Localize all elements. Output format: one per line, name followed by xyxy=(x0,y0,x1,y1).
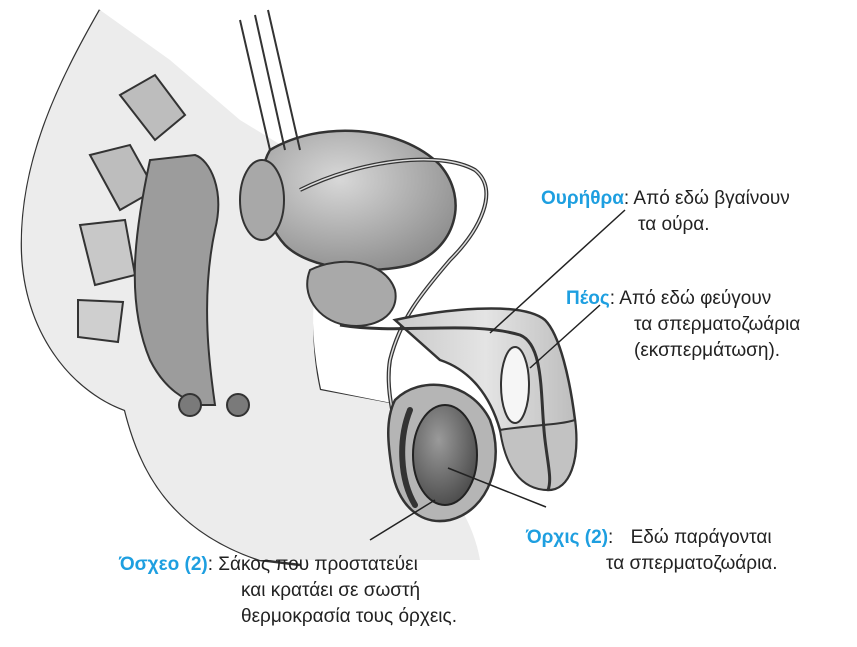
label-penis-line3: (εκσπερμάτωση). xyxy=(566,338,800,364)
label-scrotum-term: Όσχεο (2) xyxy=(119,554,208,575)
label-penis-sep: : xyxy=(610,288,615,309)
label-testis-line1: Εδώ παράγονται xyxy=(619,527,772,548)
label-penis-line1: Από εδώ φεύγουν xyxy=(619,288,771,309)
label-urethra-line1: Από εδώ βγαίνουν xyxy=(633,188,789,209)
label-urethra: Ουρήθρα: Από εδώ βγαίνουν τα ούρα. xyxy=(541,186,790,238)
prostate xyxy=(307,262,395,326)
label-urethra-sep: : xyxy=(624,188,629,209)
label-penis: Πέος: Από εδώ φεύγουν τα σπερματοζωάρια … xyxy=(566,286,800,364)
label-urethra-line2: τα ούρα. xyxy=(541,212,790,238)
label-scrotum-sep: : xyxy=(208,554,213,575)
label-testis-term: Όρχις (2) xyxy=(526,527,608,548)
corpus-cavernosum xyxy=(501,347,529,423)
label-scrotum-line3: θερμοκρασία τους όρχεις. xyxy=(119,604,457,630)
label-penis-term: Πέος xyxy=(566,288,610,309)
testis xyxy=(413,405,477,505)
seminal-vesicle xyxy=(240,160,284,240)
glans xyxy=(500,420,576,490)
label-testis-line2: τα σπερματοζωάρια. xyxy=(526,551,778,577)
label-testis-sep: : xyxy=(608,527,613,548)
bladder xyxy=(262,131,456,270)
label-testis: Όρχις (2): Εδώ παράγονται τα σπερματοζωά… xyxy=(526,525,778,577)
anus-left xyxy=(179,394,201,416)
anus-right xyxy=(227,394,249,416)
label-scrotum-line2: και κρατάει σε σωστή xyxy=(119,578,457,604)
label-scrotum: Όσχεο (2): Σάκος που προστατεύει και κρα… xyxy=(119,552,457,630)
label-urethra-term: Ουρήθρα xyxy=(541,188,624,209)
label-penis-line2: τα σπερματοζωάρια xyxy=(566,312,800,338)
label-scrotum-line1: Σάκος που προστατεύει xyxy=(218,554,418,575)
